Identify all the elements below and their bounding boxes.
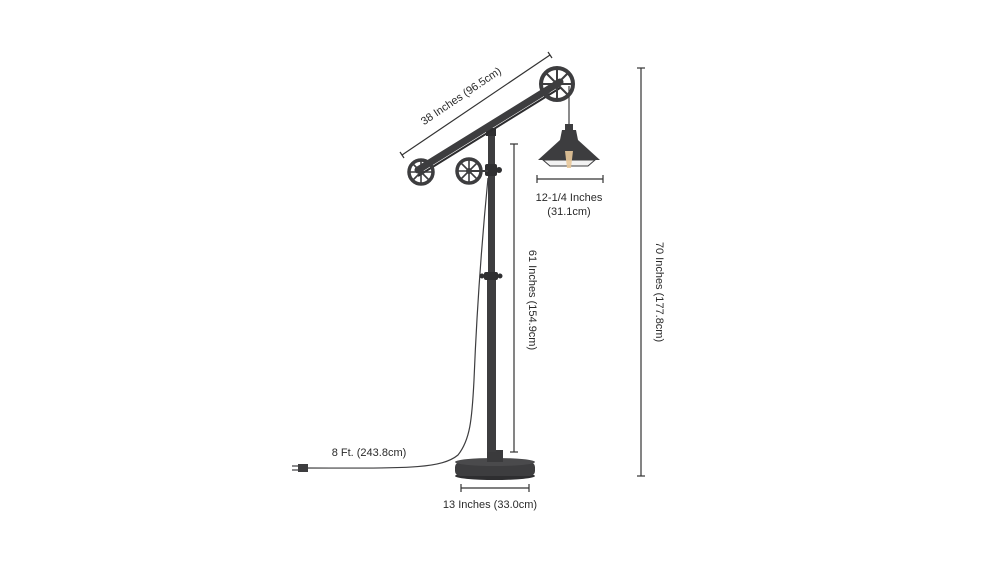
shade-width-label-line2: (31.1cm) [547,206,590,218]
pulley-arm [414,78,564,177]
bulb-icon [565,151,573,168]
pulley-wheel-left [407,158,435,186]
pendant-shade [538,86,600,168]
dimension-base-width: 13 Inches (33.0cm) [443,484,537,511]
base-width-label: 13 Inches (33.0cm) [443,499,537,511]
lamp-pole [479,128,503,452]
pulley-wheel-top [539,66,575,102]
arm-length-label: 38 Inches (96.5cm) [419,65,504,128]
height-adjust-knob [484,272,498,280]
shade-width-label-line1: 12-1/4 Inches [536,192,603,204]
power-cord [292,177,489,472]
pole-height-label: 61 Inches (154.9cm) [526,250,538,350]
dimension-pole-height: 61 Inches (154.9cm) [510,143,538,453]
dimension-shade-width: 12-1/4 Inches (31.1cm) [536,175,604,218]
total-height-label: 70 Inches (177.8cm) [653,242,665,342]
lamp-base [455,450,535,480]
cord-length-label: 8 Ft. (243.8cm) [332,447,407,459]
plug-icon [298,464,308,472]
dimension-total-height: 70 Inches (177.8cm) [637,67,665,477]
